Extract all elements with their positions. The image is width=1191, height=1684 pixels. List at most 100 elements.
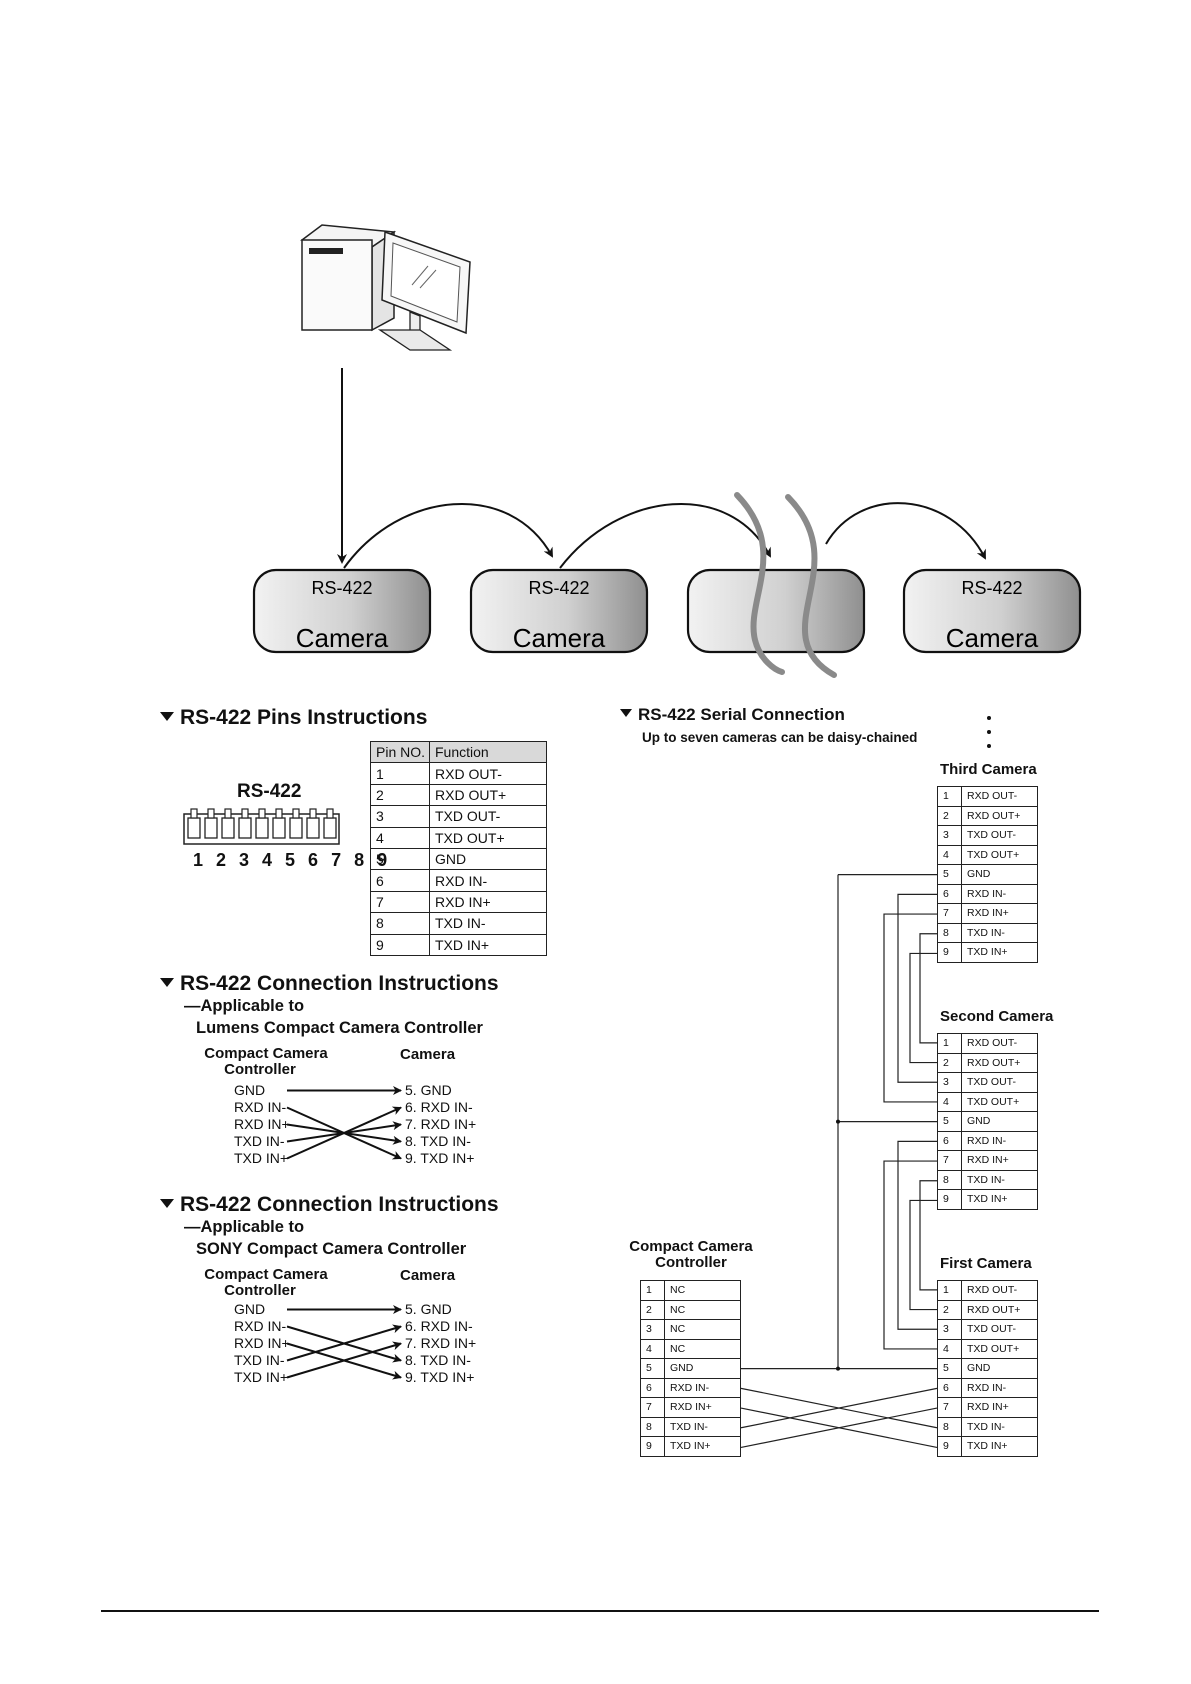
pin-function-cell: TXD IN+ bbox=[961, 942, 1038, 963]
pin-function-cell: TXD IN- bbox=[961, 922, 1038, 943]
sony-wiring-lines bbox=[286, 1305, 402, 1380]
connector-pin-tab bbox=[275, 808, 283, 819]
crossover-wire bbox=[740, 1387, 938, 1429]
lumens-section-title: RS-422 Connection Instructions bbox=[160, 972, 499, 996]
connector-pin-tab bbox=[241, 808, 249, 819]
connector-icon bbox=[183, 808, 340, 845]
connector-pin-tab bbox=[258, 808, 266, 819]
camera-box-1: RS-422 Camera bbox=[252, 568, 432, 654]
camera-port-label: RS-422 bbox=[961, 578, 1022, 598]
camera-box-2: RS-422 Camera bbox=[469, 568, 649, 654]
junction-dot bbox=[836, 1119, 840, 1124]
pin-function-cell: RXD OUT- bbox=[961, 786, 1038, 807]
daisy-chain-wire bbox=[919, 1180, 937, 1291]
camera-box-3 bbox=[686, 568, 866, 654]
daisy-chain-wire bbox=[909, 952, 937, 1064]
pin-function-cell: RXD OUT+ bbox=[429, 783, 547, 807]
pin-function-cell: TXD IN- bbox=[429, 912, 547, 935]
pin-number-cell: 9 bbox=[370, 933, 430, 956]
triangle-bullet-icon bbox=[620, 709, 632, 717]
sony-section-title: RS-422 Connection Instructions bbox=[160, 1193, 499, 1217]
computer-icon bbox=[300, 224, 471, 351]
camera-pin-label: 8. TXD IN- bbox=[405, 1352, 471, 1368]
junction-dot bbox=[836, 1366, 840, 1371]
pin-function-cell: TXD IN+ bbox=[961, 1436, 1038, 1457]
daisy-chain-wire bbox=[883, 913, 937, 1103]
wire-arrow bbox=[286, 1324, 402, 1362]
camera-port-label: RS-422 bbox=[311, 578, 372, 598]
pin-function-cell: RXD OUT- bbox=[961, 1033, 1038, 1054]
camera-pin-label: 9. TXD IN+ bbox=[405, 1150, 475, 1166]
pin-function-cell: TXD OUT+ bbox=[961, 1091, 1038, 1112]
break-line-left bbox=[734, 492, 785, 675]
controller-signal-label: GND bbox=[234, 1082, 266, 1098]
camera-label: Camera bbox=[513, 623, 606, 653]
ellipsis-dots bbox=[987, 716, 991, 748]
chain-arrow-1 bbox=[343, 503, 553, 569]
lumens-applicable-label: —Applicable to bbox=[184, 997, 305, 1015]
daisy-chain-wire bbox=[897, 1140, 937, 1330]
pin-function-cell: TXD OUT- bbox=[961, 1319, 1038, 1340]
pin-function-cell: RXD IN+ bbox=[664, 1397, 741, 1418]
triangle-bullet-icon bbox=[160, 712, 174, 721]
pin-function-cell: TXD IN- bbox=[664, 1416, 741, 1437]
pin-function-cell: RXD IN+ bbox=[961, 1150, 1038, 1171]
pin-function-cell: TXD IN+ bbox=[429, 933, 547, 956]
camera-label: Camera bbox=[296, 623, 389, 653]
column-header-function: Function bbox=[429, 740, 547, 764]
camera-port-label: RS-422 bbox=[528, 578, 589, 598]
camera-pin-label: 6. RXD IN- bbox=[405, 1099, 473, 1115]
pin-function-cell: TXD IN+ bbox=[961, 1189, 1038, 1210]
camera-box-4: RS-422 Camera bbox=[902, 568, 1082, 654]
pin-function-cell: RXD OUT- bbox=[961, 1280, 1038, 1301]
connector-pin-numbers: 1 2 3 4 5 6 7 8 9 bbox=[193, 850, 392, 870]
pin-function-cell: RXD IN- bbox=[664, 1377, 741, 1398]
camera-label: Camera bbox=[946, 623, 1039, 653]
lumens-wiring-lines bbox=[286, 1086, 402, 1160]
daisy-chain-wire bbox=[883, 1160, 937, 1350]
camera-pin-label: 9. TXD IN+ bbox=[405, 1369, 475, 1385]
connector-pin-tab bbox=[207, 808, 215, 819]
connector-pin-tab bbox=[309, 808, 317, 819]
pin-function-cell: RXD IN- bbox=[961, 1377, 1038, 1398]
connector-pin-tab bbox=[190, 808, 198, 819]
controller-signal-label: RXD IN+ bbox=[234, 1116, 290, 1132]
pin-function-cell: RXD IN- bbox=[961, 883, 1038, 904]
connector-pin-tab bbox=[224, 808, 232, 819]
triangle-bullet-icon bbox=[160, 978, 174, 987]
camera-pin-label: 7. RXD IN+ bbox=[405, 1116, 477, 1132]
wire-arrow bbox=[286, 1341, 402, 1379]
table-header-row: Pin NO. Function bbox=[370, 740, 547, 764]
sony-controller-name: SONY Compact Camera Controller bbox=[196, 1240, 467, 1258]
controller-signal-label: RXD IN+ bbox=[234, 1335, 290, 1351]
camera-pin-label: 7. RXD IN+ bbox=[405, 1335, 477, 1351]
controller-signal-label: TXD IN+ bbox=[234, 1369, 289, 1385]
controller-signal-label: RXD IN- bbox=[234, 1318, 287, 1334]
